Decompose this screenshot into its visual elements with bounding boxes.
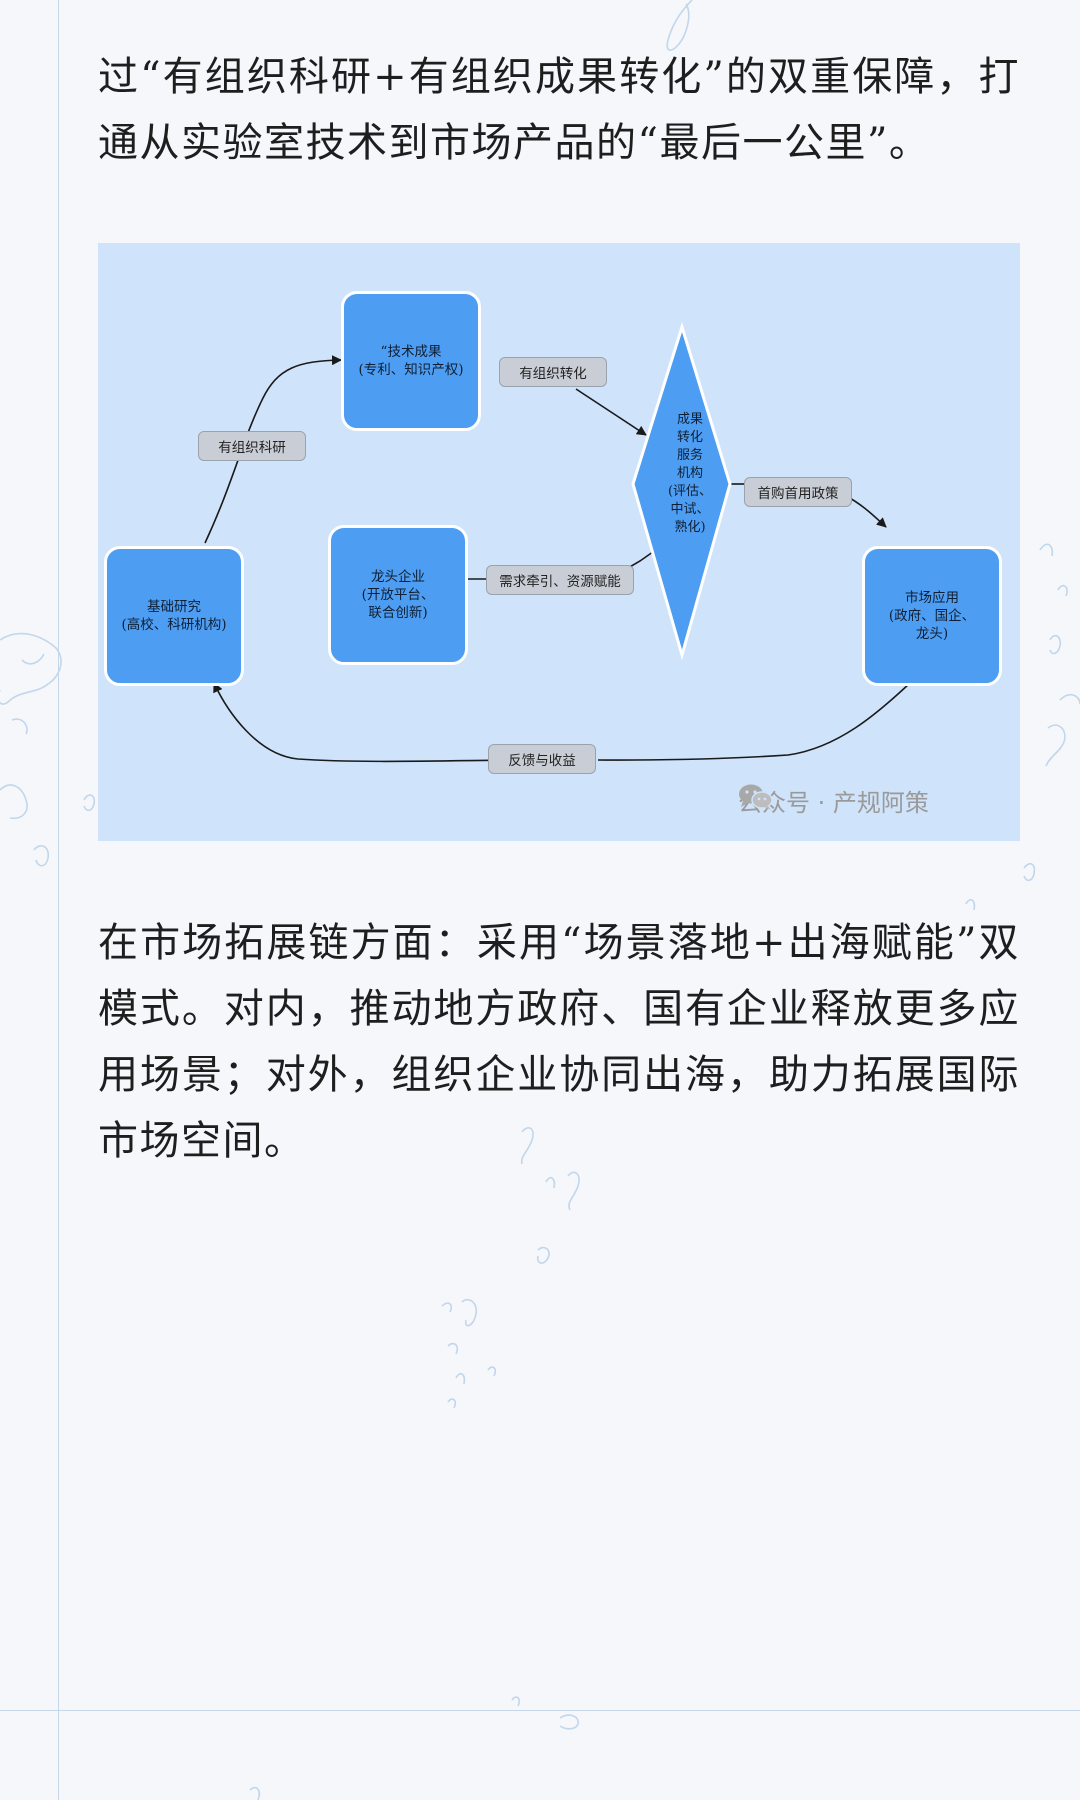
node-market-application-sub2: 龙头) xyxy=(915,626,949,642)
edge-label-organized-transfer: 有组织转化 xyxy=(499,357,607,387)
paragraph-market-expansion: 在市场拓展链方面：采用“场景落地+出海赋能”双模式。对内，推动地方政府、国有企业… xyxy=(98,920,1020,1164)
edge-label-feedback: 反馈与收益 xyxy=(488,744,596,774)
node-tech-results: “技术成果 (专利、知识产权) xyxy=(341,291,481,431)
transfer-label-line: 熟化) xyxy=(674,520,706,535)
transfer-institution-label: 成果 转化 服务 机构 (评估、 中试、 熟化) xyxy=(663,411,717,537)
watermark: 公众号 · 产规阿策 xyxy=(738,783,929,818)
node-tech-results-sub: (专利、知识产权) xyxy=(358,362,464,378)
transfer-institution-diamond xyxy=(631,321,732,661)
node-basic-research-title: 基础研究 xyxy=(147,599,201,615)
transfer-label-line: (评估、 xyxy=(667,484,713,499)
edge-tech-to-transfer xyxy=(575,388,647,436)
transfer-label-line: 成果 xyxy=(676,412,703,427)
edge-feedback xyxy=(214,683,911,763)
edge-label-demand-resources: 需求牵引、资源赋能 xyxy=(486,565,634,595)
node-leading-enterprise-sub2: 联合创新) xyxy=(368,605,428,621)
bottom-guide-line xyxy=(0,1710,1080,1711)
wechat-icon xyxy=(739,784,773,810)
edge-label-first-purchase: 首购首用政策 xyxy=(744,477,852,507)
edge-label-organized-research: 有组织科研 xyxy=(198,431,306,461)
node-market-application-title: 市场应用 xyxy=(905,590,959,606)
process-flow-diagram: 基础研究 (高校、科研机构) “技术成果 (专利、知识产权) 龙头企业 (开放平… xyxy=(98,243,1020,841)
node-market-application-sub1: (政府、国企、 xyxy=(888,608,976,624)
diagram-connectors xyxy=(98,321,911,763)
node-leading-enterprise: 龙头企业 (开放平台、 联合创新) xyxy=(328,525,468,665)
paragraph-intro: 过“有组织科研+有组织成果转化”的双重保障，打通从实验室技术到市场产品的“最后一… xyxy=(98,54,1020,166)
transfer-label-line: 服务 xyxy=(676,448,703,463)
node-market-application: 市场应用 (政府、国企、 龙头) xyxy=(862,546,1002,686)
node-tech-results-title: “技术成果 xyxy=(380,344,442,360)
node-basic-research-sub: (高校、科研机构) xyxy=(121,617,227,633)
left-guide-line xyxy=(58,0,59,1800)
node-leading-enterprise-title: 龙头企业 xyxy=(371,569,425,585)
transfer-label-line: 机构 xyxy=(676,466,703,481)
transfer-label-line: 转化 xyxy=(676,430,703,445)
node-basic-research: 基础研究 (高校、科研机构) xyxy=(104,546,244,686)
node-leading-enterprise-sub1: (开放平台、 xyxy=(361,587,435,603)
edge-basic-to-tech xyxy=(204,355,342,544)
transfer-label-line: 中试、 xyxy=(670,502,710,517)
